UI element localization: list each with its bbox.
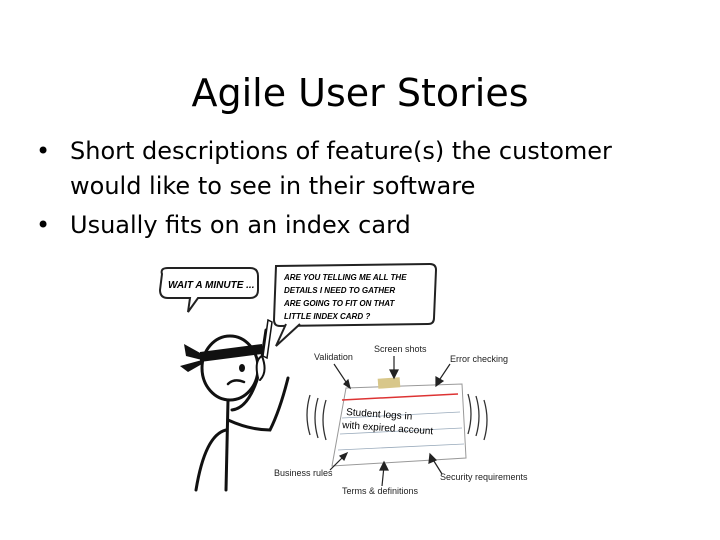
card-text-line: Student logs in — [346, 407, 413, 423]
tape — [377, 377, 401, 389]
vibration-marks — [306, 393, 488, 441]
pencil — [262, 318, 273, 360]
right-bubble-line: ARE GOING TO FIT ON THAT — [283, 299, 395, 308]
figure-eye — [239, 364, 245, 372]
bullet-text: Usually fits on an index card — [70, 211, 411, 239]
bullet-marker: • — [36, 137, 51, 165]
bullet-item: • Short descriptions of feature(s) the c… — [36, 134, 686, 204]
figure-mouth — [226, 379, 246, 386]
bullet-marker: • — [36, 211, 51, 239]
slide-title: Agile User Stories — [191, 71, 529, 116]
label-validation: Validation — [314, 352, 353, 362]
label-security-requirements: Security requirements — [440, 472, 528, 482]
label-error-checking: Error checking — [450, 354, 508, 364]
stick-figure — [180, 318, 290, 492]
index-card: Student logs in with expired account — [331, 377, 467, 467]
figure-hand — [255, 354, 266, 381]
label-screen-shots: Screen shots — [374, 344, 427, 354]
bullet-item: • Usually fits on an index card — [36, 208, 686, 243]
card-red-line — [341, 393, 459, 401]
left-speech-bubble: WAIT A MINUTE ... — [158, 267, 259, 313]
left-bubble-text: WAIT A MINUTE ... — [168, 280, 254, 291]
user-story-cartoon: WAIT A MINUTE ... ARE YOU TELLING ME ALL… — [158, 262, 528, 496]
right-bubble-line: DETAILS I NEED TO GATHER — [284, 286, 395, 295]
label-business-rules: Business rules — [274, 468, 333, 478]
headband — [200, 344, 262, 362]
bullet-text: Short descriptions of feature(s) the cus… — [70, 137, 612, 200]
right-bubble-line: ARE YOU TELLING ME ALL THE — [283, 273, 407, 282]
figure-body — [224, 398, 230, 492]
bullet-list: • Short descriptions of feature(s) the c… — [36, 134, 686, 247]
label-terms-definitions: Terms & definitions — [342, 486, 419, 496]
annotation-arrows — [329, 356, 451, 487]
right-speech-bubble: ARE YOU TELLING ME ALL THE DETAILS I NEE… — [272, 262, 438, 347]
right-bubble-line: LITTLE INDEX CARD ? — [284, 312, 370, 321]
headband-tail — [184, 344, 202, 360]
